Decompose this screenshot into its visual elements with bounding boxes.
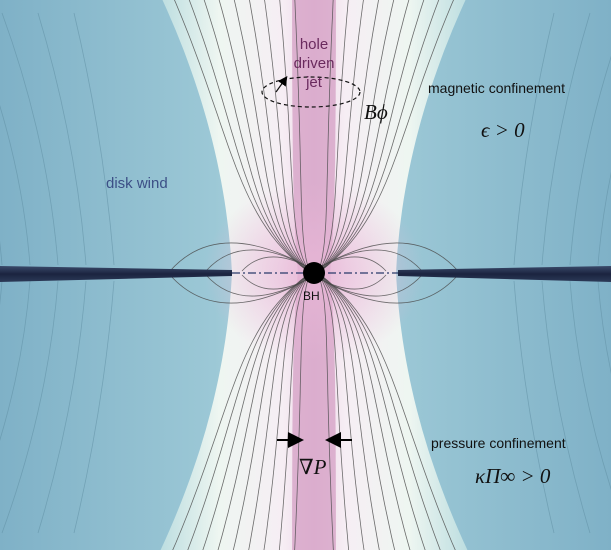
wind-line bbox=[597, 280, 611, 375]
magnetic-field-lines bbox=[169, 0, 459, 550]
jet-label-line1: hole bbox=[299, 36, 329, 53]
field-line bbox=[278, 272, 311, 550]
wind-line bbox=[1, 280, 59, 534]
wind-line bbox=[73, 280, 115, 534]
field-line bbox=[279, 0, 311, 274]
field-line bbox=[232, 272, 311, 550]
closed-field-line bbox=[169, 242, 309, 272]
field-line bbox=[202, 272, 311, 550]
field-line bbox=[317, 272, 441, 550]
wind-line bbox=[569, 55, 611, 266]
black-hole-label: BH bbox=[303, 289, 320, 303]
field-line bbox=[203, 0, 311, 274]
closed-field-line bbox=[169, 274, 309, 304]
wind-line bbox=[597, 171, 611, 266]
field-line bbox=[317, 272, 411, 550]
magnetic-confinement-label: magnetic confinement bbox=[428, 80, 565, 96]
wind-line bbox=[37, 12, 87, 266]
wind-line bbox=[37, 280, 87, 534]
toroidal-field-label: Bϕ bbox=[364, 100, 388, 125]
field-line bbox=[188, 0, 311, 274]
circulation-icon bbox=[261, 76, 361, 108]
field-line bbox=[317, 0, 410, 274]
wind-line bbox=[73, 12, 115, 266]
field-line bbox=[264, 0, 311, 274]
black-hole-icon bbox=[303, 262, 325, 284]
wind-line bbox=[541, 12, 591, 266]
field-line bbox=[317, 272, 350, 550]
pressure-condition-label: κΠ∞ > 0 bbox=[475, 464, 551, 488]
field-line bbox=[317, 0, 440, 274]
field-line bbox=[218, 0, 311, 274]
field-line bbox=[317, 272, 456, 550]
wind-line bbox=[513, 12, 555, 266]
closed-field-line bbox=[319, 274, 459, 304]
field-line bbox=[317, 0, 425, 274]
disk-wind-label: disk wind bbox=[106, 175, 168, 192]
wind-line bbox=[541, 280, 591, 534]
wind-line bbox=[569, 280, 611, 491]
accretion-disk-left bbox=[0, 266, 232, 282]
closed-field-line bbox=[319, 242, 459, 272]
field-line bbox=[187, 272, 311, 550]
field-line bbox=[317, 272, 380, 550]
field-line bbox=[317, 0, 379, 274]
pressure-confinement-label: pressure confinement bbox=[431, 435, 566, 451]
field-line bbox=[317, 0, 395, 274]
wind-line bbox=[0, 105, 31, 266]
accretion-disk-right bbox=[398, 266, 611, 282]
jet-label: hole driven jet bbox=[284, 35, 344, 92]
disk-wind-field-lines bbox=[0, 12, 611, 534]
toroidal-field-text: Bϕ bbox=[364, 100, 388, 124]
field-line bbox=[317, 272, 426, 550]
field-line bbox=[317, 272, 334, 550]
field-line bbox=[174, 0, 311, 274]
field-line bbox=[317, 0, 334, 274]
field-line bbox=[248, 272, 311, 550]
field-line bbox=[294, 0, 311, 274]
field-line bbox=[317, 0, 349, 274]
wind-line bbox=[1, 12, 59, 266]
field-line bbox=[263, 272, 311, 550]
field-line bbox=[172, 272, 311, 550]
jet-label-line2: driven bbox=[293, 55, 335, 72]
field-line bbox=[233, 0, 311, 274]
field-line bbox=[317, 272, 396, 550]
field-line bbox=[317, 272, 365, 550]
jet-label-line3: jet bbox=[306, 74, 322, 91]
magnetic-condition-label: ϵ > 0 bbox=[481, 118, 525, 142]
wind-line bbox=[0, 280, 31, 441]
field-line bbox=[249, 0, 311, 274]
pressure-gradient-label: ∇P bbox=[299, 455, 327, 479]
field-line bbox=[294, 272, 311, 550]
field-line bbox=[317, 0, 364, 274]
field-line bbox=[317, 0, 454, 274]
field-line bbox=[217, 272, 311, 550]
wind-line bbox=[513, 280, 555, 534]
